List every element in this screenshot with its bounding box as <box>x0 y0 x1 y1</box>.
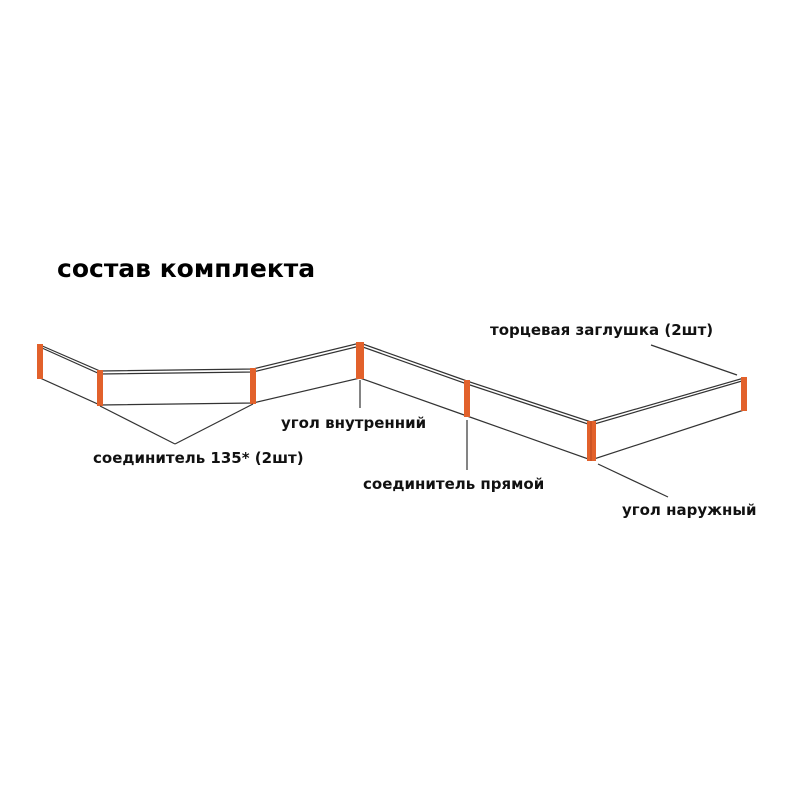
diagram-title: состав комплекта <box>57 254 315 283</box>
posts <box>37 342 747 461</box>
label-end-cap: торцевая заглушка (2шт) <box>490 321 713 339</box>
label-connector-135: соединитель 135* (2шт) <box>93 449 304 467</box>
end-cap-left <box>37 344 43 379</box>
straight-connector-post <box>464 380 470 417</box>
label-inner-corner: угол внутренний <box>281 414 426 432</box>
border-panels <box>39 342 745 461</box>
leader-lines <box>99 344 738 498</box>
end-cap-right <box>741 377 747 411</box>
inner-corner-post <box>356 342 364 379</box>
label-outer-corner: угол наружный <box>622 501 757 519</box>
connector-135-right <box>250 368 256 404</box>
connector-135-left <box>97 370 103 406</box>
label-straight-connector: соединитель прямой <box>363 475 544 493</box>
